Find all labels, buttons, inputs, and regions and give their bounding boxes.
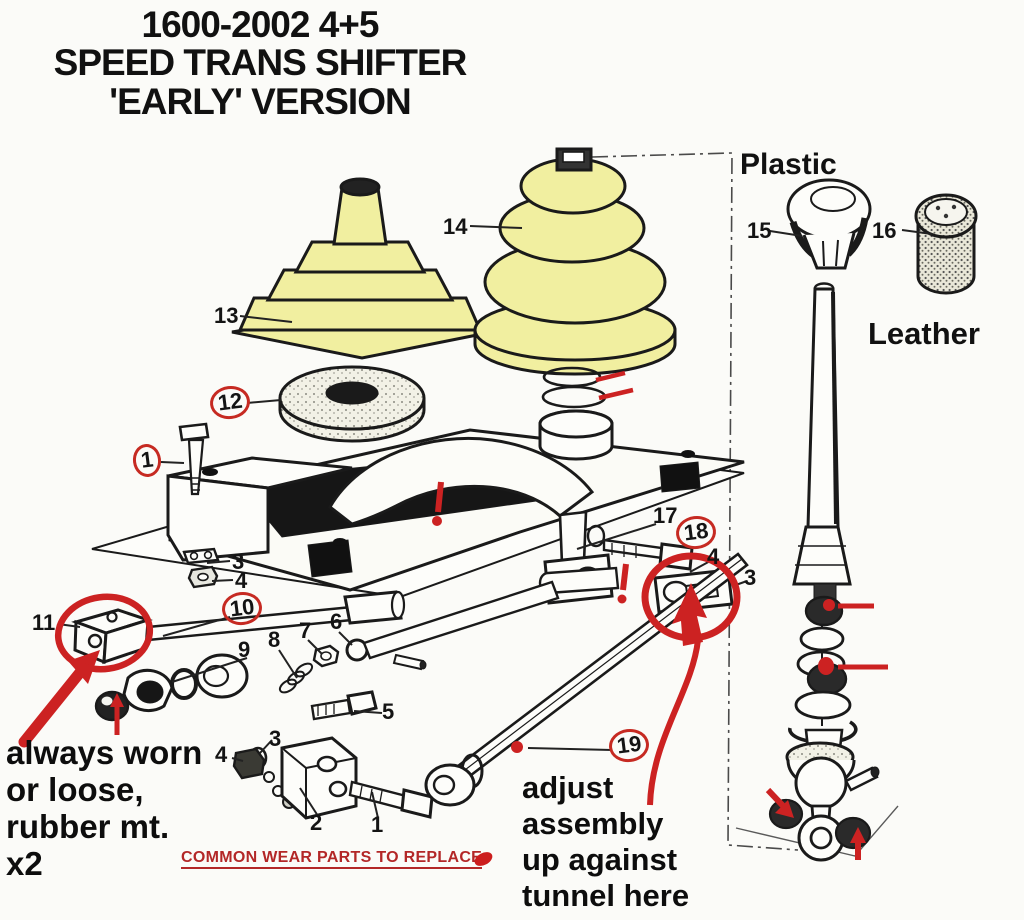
part-label-12: 12 <box>208 383 253 422</box>
title-line-1: 1600-2002 4+5 <box>141 4 380 45</box>
leather-label: Leather <box>868 316 980 351</box>
part-label-1-bottom: 1 <box>371 812 384 837</box>
foam-ring-12 <box>278 365 426 443</box>
shift-boot-13 <box>231 177 493 360</box>
wear-note: always worn or loose, rubber mt. x2 <box>6 734 202 882</box>
shift-boot-14 <box>473 147 677 376</box>
red-exclamation-platform <box>435 481 444 513</box>
detent-spring-parts <box>278 644 340 694</box>
bracket-2-assembly <box>232 736 358 820</box>
title-line-2: SPEED TRANS SHIFTER <box>53 42 468 84</box>
bushing-row <box>94 653 249 722</box>
construction-lines <box>591 152 799 851</box>
part-label-4-left: 4 <box>235 568 248 593</box>
red-annotations <box>18 370 888 860</box>
adjust-note-line-4: tunnel here <box>522 878 690 913</box>
part-label-3-mid: 3 <box>744 565 757 590</box>
shift-lever <box>768 178 880 862</box>
part-label-19: 19 <box>607 726 652 765</box>
bolt-5 <box>310 690 378 721</box>
wear-note-line-4: x2 <box>6 845 43 882</box>
part-label-17: 17 <box>653 503 678 528</box>
red-arrow-to-block11 <box>18 664 88 748</box>
common-wear-text: COMMON WEAR PARTS TO REPLACE <box>181 849 483 869</box>
part-label-2: 2 <box>310 810 323 835</box>
wear-note-line-1: always worn <box>6 734 203 771</box>
adjust-note-line-1: adjust <box>522 770 614 805</box>
part-label-15: 15 <box>747 218 772 243</box>
red-exclamation-clevis <box>620 563 629 591</box>
leader-lines <box>57 225 933 819</box>
part-label-11: 11 <box>32 610 56 635</box>
snap-rings <box>538 366 614 461</box>
part-label-14: 14 <box>443 214 468 239</box>
part-label-6: 6 <box>330 609 343 634</box>
washer-nut-left <box>182 547 220 589</box>
part-label-4-mid: 4 <box>707 544 720 569</box>
part-label-7: 7 <box>299 618 312 643</box>
part-label-13: 13 <box>214 303 239 328</box>
red-dash-rings-lower <box>598 387 634 401</box>
title-line-3: 'EARLY' VERSION <box>109 80 411 122</box>
adjust-note: adjust assembly up against tunnel here <box>522 770 689 914</box>
plastic-label: Plastic <box>740 148 837 181</box>
adjust-note-line-2: assembly <box>522 806 664 841</box>
shift-rod-19 <box>424 552 749 807</box>
part-label-3-left: 3 <box>232 549 245 574</box>
part-label-5: 5 <box>382 699 395 724</box>
adjust-note-line-3: up against <box>522 842 678 877</box>
leather-knob-16 <box>914 193 978 295</box>
page-title: 1600-2002 4+5 SPEED TRANS SHIFTER 'EARLY… <box>12 4 508 122</box>
part-label-1-top: 1 <box>131 442 164 479</box>
part-label-3-bottom: 3 <box>269 726 282 751</box>
red-dot-rod19 <box>511 741 523 753</box>
part-label-16: 16 <box>872 218 897 243</box>
part-label-10: 10 <box>220 589 265 628</box>
red-circle-block11 <box>54 593 154 673</box>
part-label-9: 9 <box>238 637 251 662</box>
wear-note-line-2: or loose, <box>6 771 144 808</box>
bolt-1-top <box>178 422 210 496</box>
common-wear-note: COMMON WEAR PARTS TO REPLACE <box>181 849 483 869</box>
red-curve-to-note <box>647 639 701 806</box>
part-label-8: 8 <box>268 627 281 652</box>
part-label-4-bottom: 4 <box>215 742 228 767</box>
wear-note-line-3: rubber mt. <box>6 808 170 845</box>
red-arrow-up-icon <box>672 583 707 646</box>
left-bracket <box>166 456 353 562</box>
bolt-1-bottom <box>348 780 434 819</box>
red-dash-rings-upper <box>595 370 626 383</box>
